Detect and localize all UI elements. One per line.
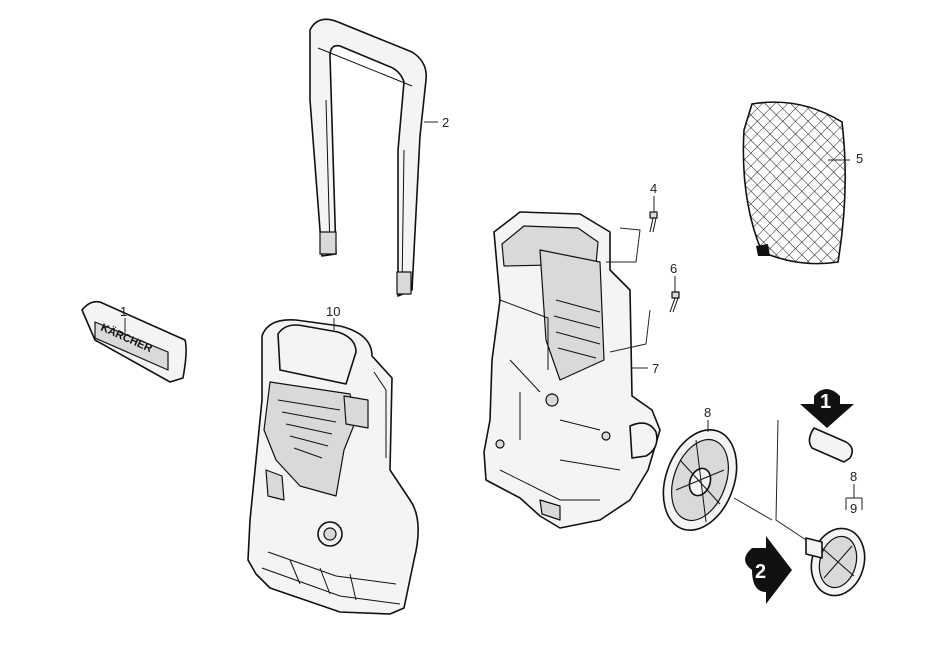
part-front-housing[interactable]	[247, 319, 419, 615]
label-part-1: 1	[120, 304, 127, 319]
part-screw-4[interactable]	[649, 211, 658, 233]
label-part-4: 4	[650, 181, 657, 196]
label-part-10: 10	[326, 304, 340, 319]
part-screw-6[interactable]	[669, 291, 680, 313]
label-part-7: 7	[652, 361, 659, 376]
label-part-8-group: 8	[850, 469, 857, 484]
part-wheel-9[interactable]	[804, 522, 872, 601]
leader-lines	[124, 121, 863, 541]
part-wheel-8[interactable]	[650, 420, 749, 541]
label-part-2: 2	[442, 115, 449, 130]
step-1-label: 1	[820, 391, 831, 413]
part-logo-badge[interactable]: KÄRCHER	[81, 300, 187, 383]
step-marker-1: 1	[800, 389, 854, 428]
step-2-label: 2	[755, 561, 766, 583]
label-part-8-wheel: 8	[704, 405, 711, 420]
label-part-5: 5	[856, 151, 863, 166]
part-labels: 1 2 4 5 6 7 8 8 9 10	[120, 115, 863, 516]
part-net-bag[interactable]	[742, 101, 846, 265]
step-marker-2: 2	[745, 536, 792, 604]
label-part-6: 6	[670, 261, 677, 276]
label-part-9: 9	[850, 501, 857, 516]
part-handle[interactable]	[309, 18, 428, 297]
part-rear-frame[interactable]	[483, 211, 661, 529]
part-pin[interactable]	[808, 427, 854, 463]
